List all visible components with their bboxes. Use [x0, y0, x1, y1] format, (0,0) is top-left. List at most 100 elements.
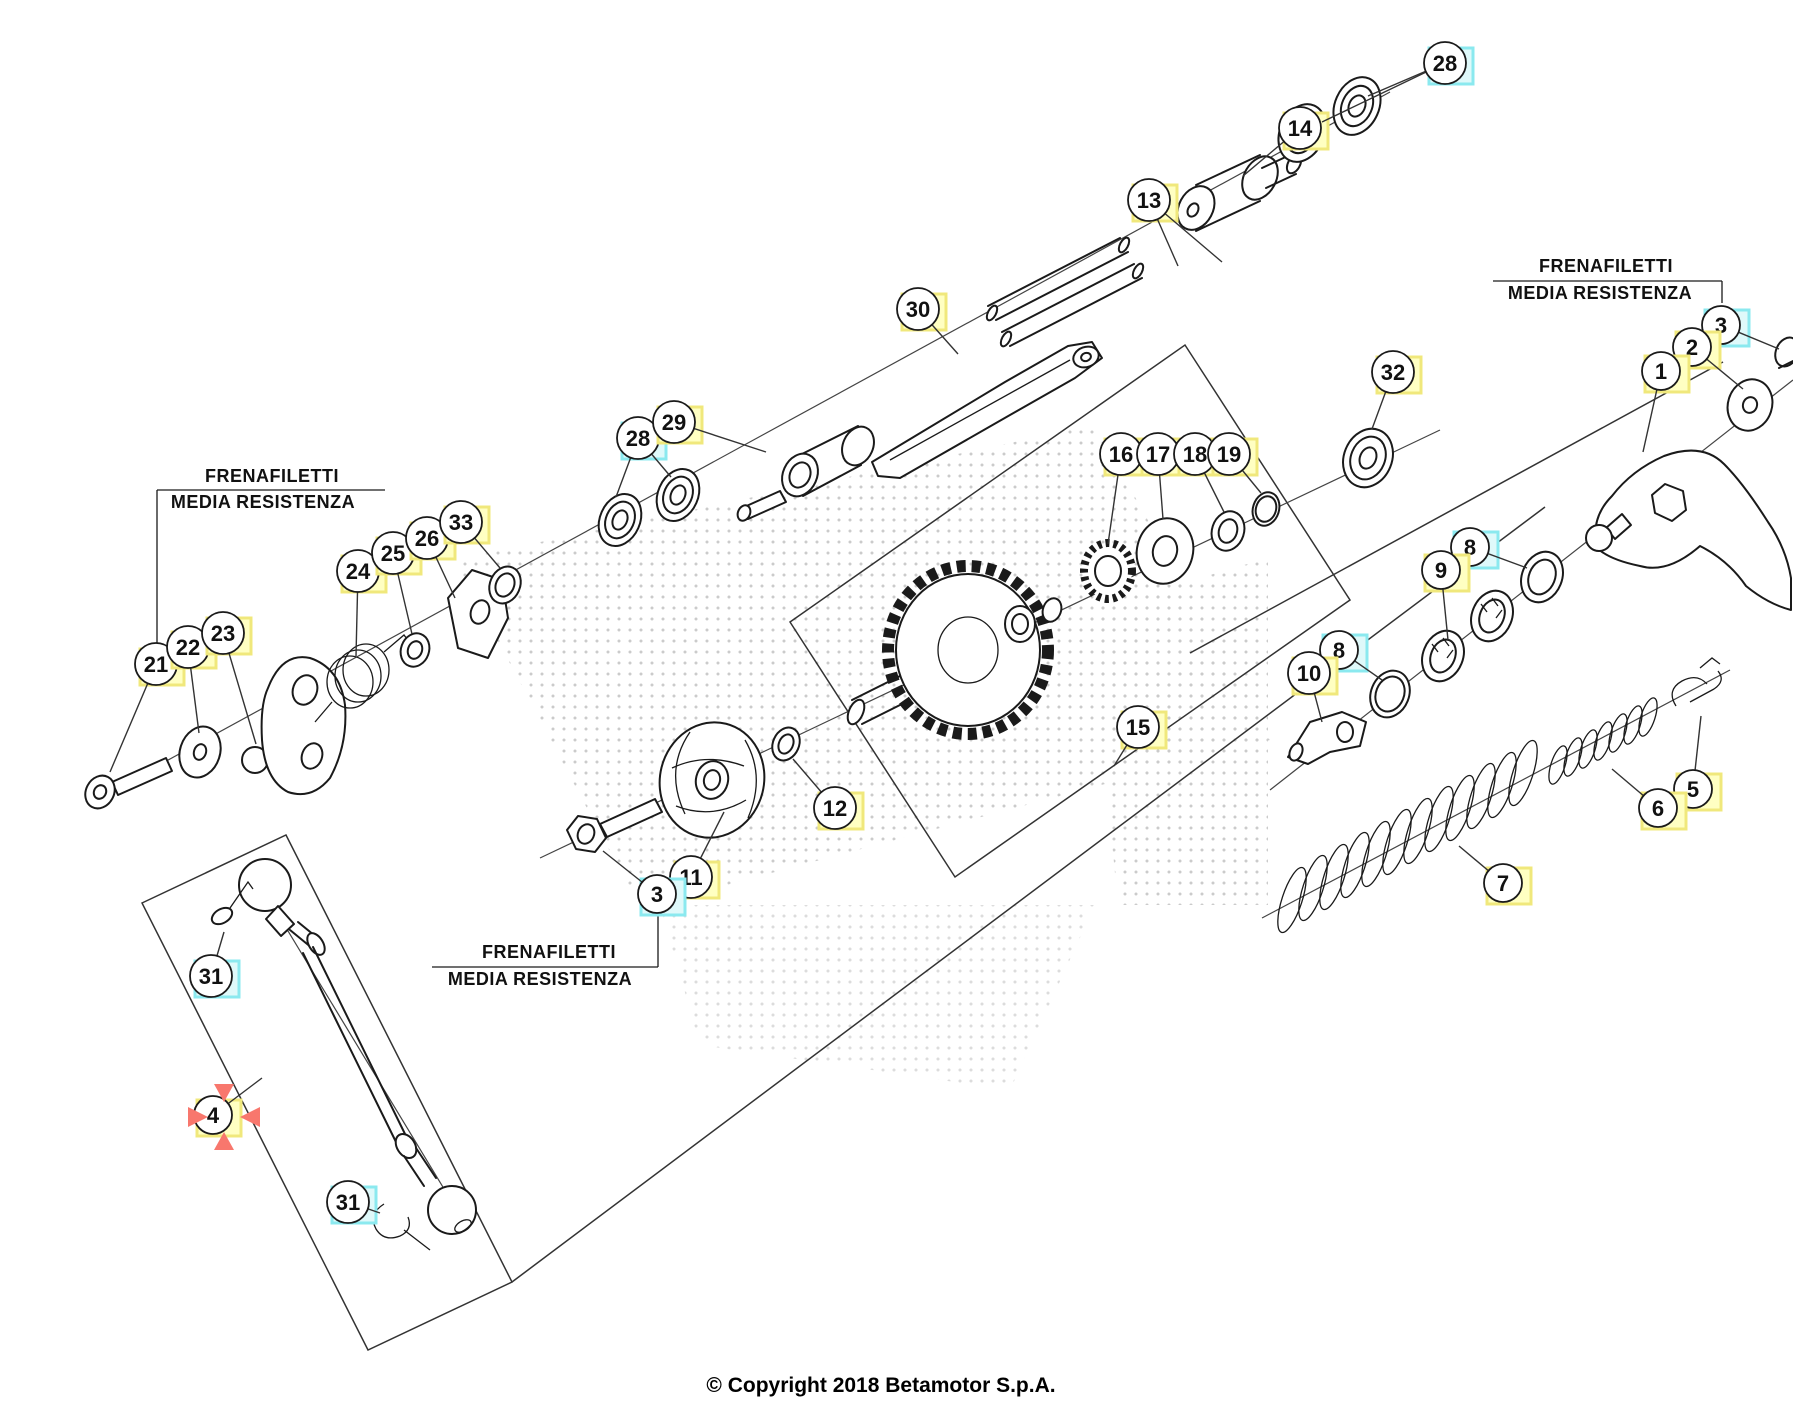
part-ring-8b — [1369, 669, 1411, 719]
callout-12[interactable]: 12 — [792, 758, 865, 831]
callout-circle — [1421, 550, 1461, 590]
callout-9[interactable]: 9 — [1421, 550, 1471, 641]
part-bearing-32 — [1342, 427, 1394, 489]
callout-23[interactable]: 23 — [201, 611, 257, 745]
callout-number: 6 — [1652, 796, 1664, 821]
callout-circle — [1638, 788, 1678, 828]
callout-10[interactable]: 10 — [1287, 651, 1339, 723]
label-bottom-line1: FRENAFILETTI — [482, 942, 616, 962]
construction-line-right — [1189, 361, 1724, 654]
part-roller-9a — [1421, 629, 1465, 683]
callout-6[interactable]: 6 — [1611, 768, 1688, 831]
part-bushing-25 — [399, 632, 431, 668]
part-lever-30 — [871, 341, 1103, 479]
label-frenafiletti-bottom: FRENAFILETTI MEDIA RESISTENZA — [432, 916, 659, 989]
callout-number: 7 — [1497, 871, 1509, 896]
part-gear-shaft-15 — [846, 560, 1063, 740]
callout-7[interactable]: 7 — [1458, 845, 1533, 906]
callout-circle — [813, 786, 857, 830]
callout-number: 2 — [1686, 335, 1698, 360]
callout-number: 10 — [1297, 661, 1321, 686]
callout-1[interactable]: 1 — [1641, 351, 1691, 453]
callout-number: 31 — [199, 964, 223, 989]
callout-31b[interactable]: 31 — [326, 1180, 381, 1225]
callout-circle — [201, 611, 245, 655]
part-bolt-3 — [1774, 336, 1793, 369]
label-bottom-line2: MEDIA RESISTENZA — [448, 969, 632, 989]
part-clip-5 — [1671, 657, 1722, 707]
group-boxes — [140, 343, 1724, 1351]
callout-14[interactable]: 14 — [1242, 106, 1330, 177]
part-bearing-28b-2 — [655, 468, 701, 522]
callout-31a[interactable]: 31 — [189, 931, 241, 999]
callout-number: 30 — [906, 297, 930, 322]
callout-3b[interactable]: 3 — [602, 850, 687, 917]
part-pawl-10 — [1287, 711, 1367, 765]
part-spring-7 — [1277, 739, 1538, 934]
callout-15[interactable]: 15 — [1113, 705, 1168, 767]
part-bearing-washer-16 — [1080, 539, 1136, 603]
callout-number: 17 — [1146, 442, 1170, 467]
callout-circle — [1207, 432, 1251, 476]
callout-17[interactable]: 17 — [1136, 432, 1188, 520]
callout-19[interactable]: 19 — [1207, 432, 1262, 494]
callout-number: 3 — [651, 882, 663, 907]
callout-number: 24 — [346, 559, 371, 584]
part-washer-17 — [1135, 517, 1195, 585]
part-pin-31a — [210, 880, 254, 926]
part-seal-12 — [771, 726, 801, 762]
callout-number: 33 — [449, 510, 473, 535]
callout-28b[interactable]: 28 — [615, 416, 672, 498]
callout-circle — [637, 874, 677, 914]
callout-number: 18 — [1183, 442, 1207, 467]
callout-number: 4 — [207, 1103, 220, 1128]
callout-number: 15 — [1126, 715, 1150, 740]
part-sleeve-29 — [736, 425, 875, 522]
part-ring-18 — [1210, 510, 1246, 552]
label-right-line2: MEDIA RESISTENZA — [1508, 283, 1692, 303]
callout-number: 1 — [1655, 359, 1667, 384]
callout-circle — [652, 400, 696, 444]
callout-number: 9 — [1435, 558, 1447, 583]
callout-circle — [1423, 41, 1467, 85]
callout-leader-line — [1321, 62, 1446, 123]
callout-circle — [896, 287, 940, 331]
group-box-cable — [140, 834, 514, 1351]
callout-25[interactable]: 25 — [371, 531, 423, 635]
callout-32[interactable]: 32 — [1371, 350, 1423, 430]
part-cable-rod-4 — [238, 858, 477, 1235]
callout-number: 5 — [1687, 777, 1699, 802]
callout-number: 13 — [1137, 188, 1161, 213]
part-coupler-14 — [1176, 153, 1303, 232]
label-left-line1: FRENAFILETTI — [205, 466, 339, 486]
callout-number: 12 — [823, 796, 847, 821]
callout-number: 14 — [1288, 116, 1313, 141]
part-bolt-21 — [84, 757, 173, 810]
callout-number: 19 — [1217, 442, 1241, 467]
part-pins-13 — [985, 236, 1145, 348]
part-impeller — [658, 721, 766, 839]
callout-number: 32 — [1381, 360, 1405, 385]
selection-arrow-icon — [188, 1107, 208, 1127]
callout-30[interactable]: 30 — [896, 287, 959, 355]
callout-28a[interactable]: 28 — [1321, 41, 1475, 123]
callout-circle — [189, 954, 233, 998]
part-ring-8a — [1520, 550, 1564, 604]
callout-circle — [439, 500, 483, 544]
part-spring-6 — [1548, 697, 1658, 785]
label-left-line2: MEDIA RESISTENZA — [171, 492, 355, 512]
callout-number: 29 — [662, 410, 686, 435]
callout-4[interactable]: 4 — [188, 1077, 263, 1150]
callout-29[interactable]: 29 — [652, 400, 767, 453]
copyright-text: © Copyright 2018 Betamotor S.p.A. — [706, 1374, 1055, 1397]
callout-13[interactable]: 13 — [1127, 178, 1223, 267]
callout-circle — [326, 1180, 370, 1224]
callout-33[interactable]: 33 — [439, 500, 501, 569]
part-bearing-28a-2 — [1332, 76, 1382, 136]
selection-arrow-icon — [214, 1132, 234, 1150]
label-frenafiletti-right: FRENAFILETTI MEDIA RESISTENZA — [1493, 256, 1723, 303]
group-box-15 — [788, 343, 1352, 879]
part-ring-33 — [488, 565, 522, 605]
callout-circle — [1278, 106, 1322, 150]
